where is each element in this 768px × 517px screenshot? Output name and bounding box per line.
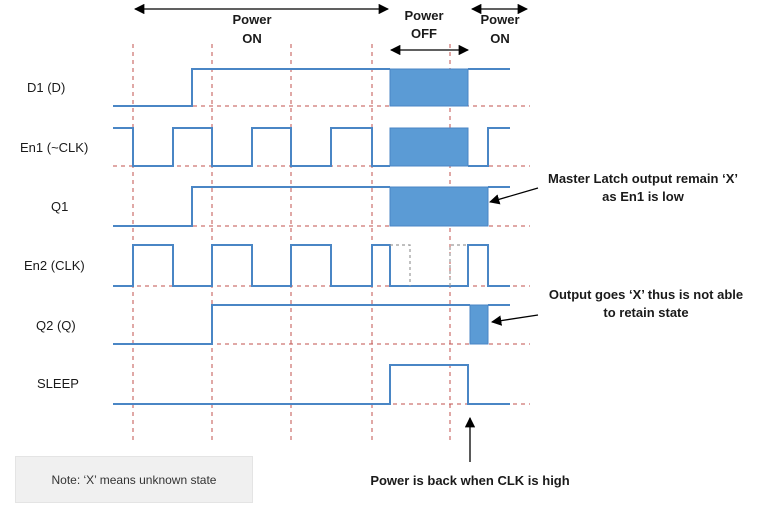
phase-power-on-2: Power ON [480,12,519,46]
svg-text:Output goes ‘X’ thus is not ab: Output goes ‘X’ thus is not able [549,287,743,302]
annotation-master-latch: Master Latch output remain ‘X’ as En1 is… [548,171,738,204]
waveform-sleep [113,364,510,405]
master-latch-arrow [489,187,539,205]
annotation-power-back: Power is back when CLK is high [370,473,569,488]
annotation-output-x: Output goes ‘X’ thus is not able to reta… [549,287,743,320]
unknown-block-en1 [389,127,469,167]
signal-label-en2: En2 (CLK) [24,258,85,273]
phase-arrows [133,3,529,56]
svg-text:Power: Power [480,12,519,27]
unknown-block-q2 [469,304,489,345]
waveform-q2 [113,304,510,345]
unknown-block-q1 [389,186,489,227]
phase-power-off: Power OFF [404,8,443,41]
signal-label-en1: En1 (~CLK) [20,140,88,155]
note-text: Note: ‘X’ means unknown state [51,472,217,487]
svg-text:to retain state: to retain state [603,305,688,320]
unknown-block-d1 [389,68,469,107]
waveform-en1 [113,127,510,167]
signal-label-d1: D1 (D) [27,80,65,95]
svg-text:Power: Power [404,8,443,23]
svg-text:OFF: OFF [411,26,437,41]
signal-label-sleep: SLEEP [37,376,79,391]
svg-text:as En1 is low: as En1 is low [602,189,685,204]
svg-text:ON: ON [490,31,510,46]
vertical-gridlines [132,44,451,440]
waveform-d1 [113,68,510,107]
svg-text:Power: Power [232,12,271,27]
waveform-q1 [113,186,510,227]
note-box: Note: ‘X’ means unknown state [15,456,253,503]
phase-power-on-1: Power ON [232,12,271,46]
output-x-arrow [490,314,539,326]
signal-label-q2: Q2 (Q) [36,318,76,333]
svg-text:ON: ON [242,31,262,46]
waveform-en2 [113,244,510,287]
svg-text:Master Latch output remain ‘X’: Master Latch output remain ‘X’ [548,171,738,186]
signal-label-q1: Q1 [51,199,68,214]
